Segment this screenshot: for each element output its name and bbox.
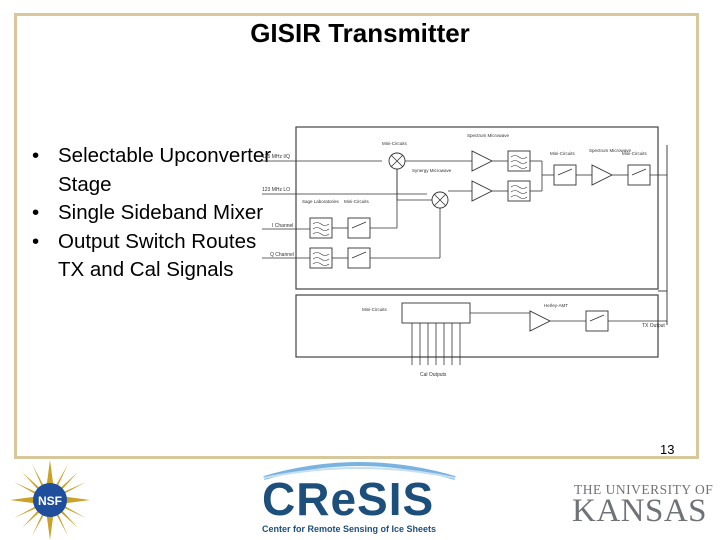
switch-icon (627, 164, 651, 186)
input-label: 125 MHz I/Q (262, 154, 290, 160)
component-label: Synergy Microwave (412, 168, 452, 173)
switch-icon (347, 247, 371, 269)
component-label: Spectrum Microwave (589, 148, 632, 153)
component-label: Mini-Circuits (550, 151, 576, 156)
cresis-logo-text: CReSIS (262, 473, 435, 525)
bullet-list: Selectable Upconverter Stage Single Side… (32, 142, 272, 285)
bullet-item: Single Sideband Mixer (32, 199, 272, 228)
cresis-tagline: Center for Remote Sensing of Ice Sheets (262, 524, 437, 534)
power-splitter-icon (401, 302, 471, 324)
filter-icon (507, 150, 531, 172)
svg-text:NSF: NSF (38, 494, 62, 508)
bullet-item: Selectable Upconverter Stage (32, 142, 272, 199)
output-switch-box (295, 294, 659, 358)
page-number: 13 (660, 442, 675, 457)
filter-icon (309, 217, 333, 239)
transmitter-block-diagram: 125 MHz I/Q 123 MHz LO I Channel Q Chann… (262, 126, 668, 378)
ku-logo-line2: KANSAS (572, 493, 708, 529)
output-label: TX Output (642, 323, 665, 329)
switch-icon (347, 217, 371, 239)
component-label: Mini-Circuits (622, 151, 648, 156)
slide-title: GISIR Transmitter (250, 18, 470, 48)
input-label: 123 MHz LO (262, 187, 290, 193)
component-label: Spectrum Microwave (467, 133, 510, 138)
cal-outputs-label: Cal Outputs (420, 372, 447, 378)
bullet-item: Output Switch Routes TX and Cal Signals (32, 228, 272, 285)
component-label: Mini-Circuits (362, 307, 388, 312)
ku-logo-line1: THE UNIVERSITY OF (574, 482, 714, 497)
nsf-logo: NSF (10, 460, 90, 540)
amplifier-icon (591, 164, 614, 186)
amplifier-icon (529, 310, 552, 332)
component-label: Herley-AMT (544, 303, 568, 308)
filter-icon (309, 247, 333, 269)
input-label: Q Channel (270, 252, 294, 258)
amplifier-icon (471, 180, 494, 202)
amplifier-icon (471, 150, 494, 172)
switch-icon (585, 310, 609, 332)
footer: NSF (0, 456, 720, 540)
cresis-arc-icon (263, 462, 456, 480)
input-label: I Channel (272, 223, 293, 229)
component-label: Mini-Circuits (382, 141, 408, 146)
upconverter-box (295, 126, 659, 290)
switch-icon (553, 164, 577, 186)
component-label: Mini-Circuits (344, 199, 370, 204)
filter-icon (507, 180, 531, 202)
component-label: Sage Laboratories (302, 199, 340, 204)
